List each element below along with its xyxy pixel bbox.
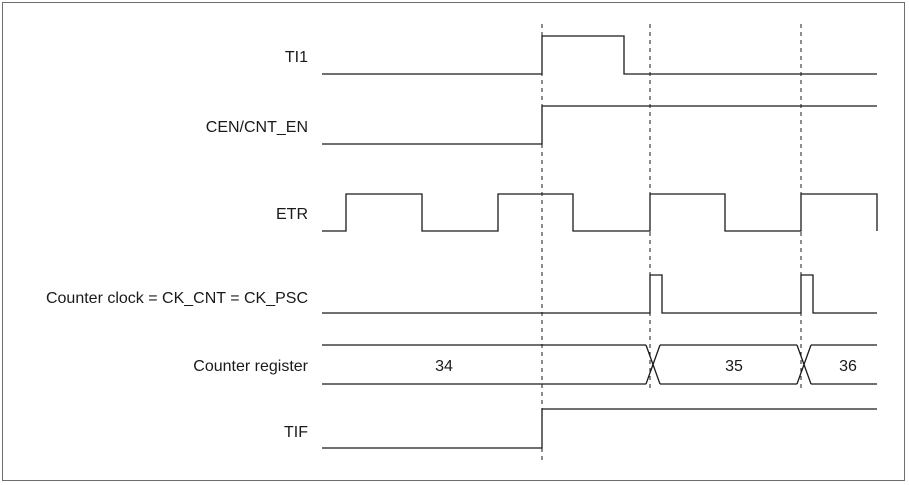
- signal-label-etr: ETR: [276, 206, 308, 223]
- signal-label-counter-clock: Counter clock = CK_CNT = CK_PSC: [46, 290, 308, 307]
- waveform-counter-clock: [322, 274, 877, 314]
- waveform-counter-register: [322, 344, 877, 385]
- counter-value-35: 35: [725, 358, 743, 375]
- waveform-ti1: [322, 35, 877, 75]
- waveform-etr: [322, 193, 878, 232]
- waveform-cen: [322, 105, 877, 145]
- signal-label-ti1: TI1: [285, 49, 308, 66]
- signal-label-tif: TIF: [284, 424, 308, 441]
- signal-label-cen: CEN/CNT_EN: [206, 119, 308, 136]
- signal-label-counter-register: Counter register: [193, 358, 308, 375]
- waveform-tif: [322, 408, 877, 449]
- counter-value-36: 36: [839, 358, 857, 375]
- counter-value-34: 34: [435, 358, 453, 375]
